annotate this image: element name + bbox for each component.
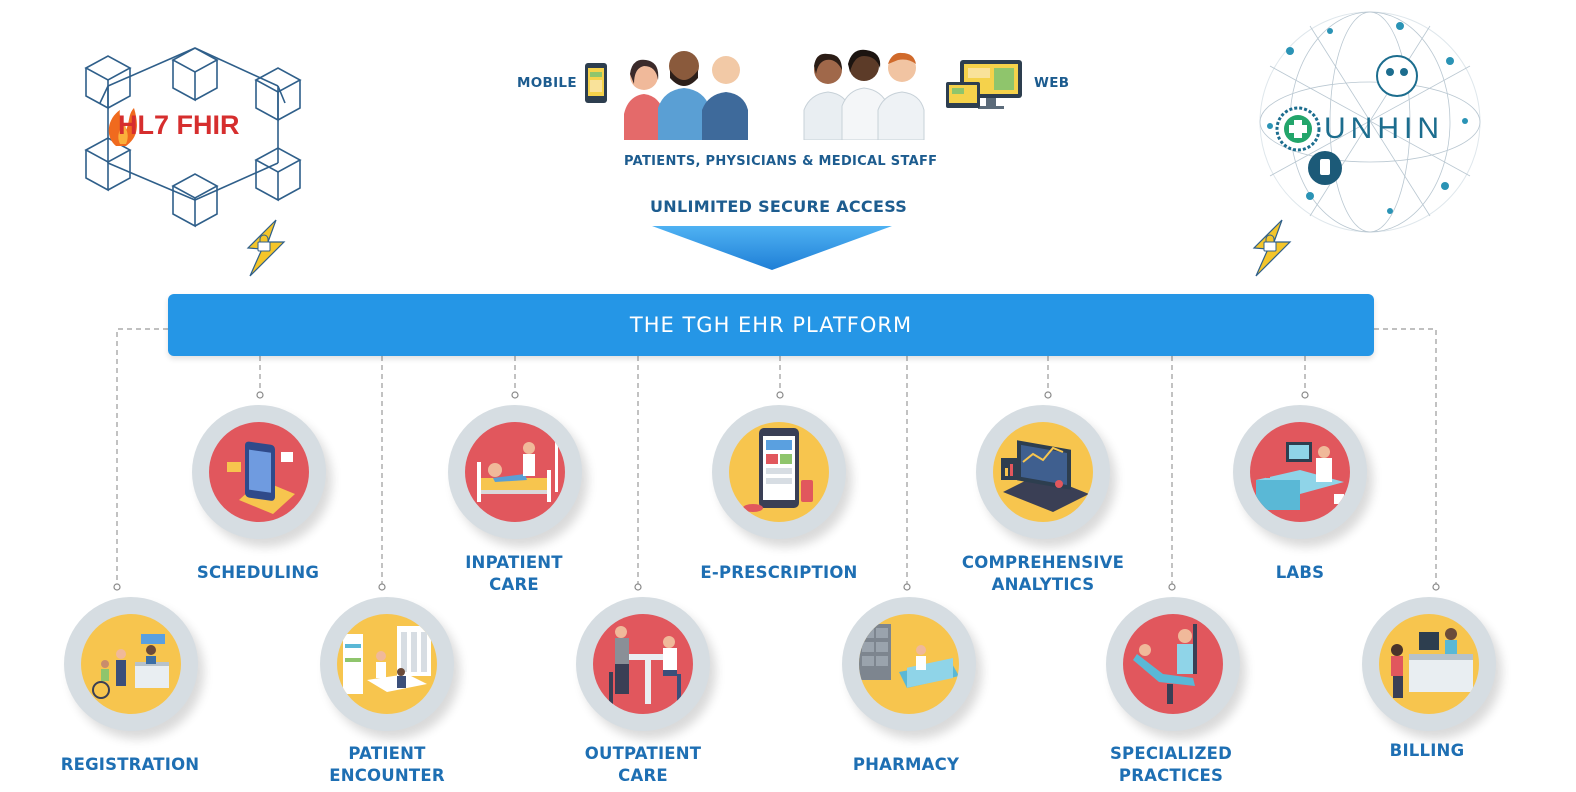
inpatient-care-module[interactable] [448, 405, 582, 539]
patient-encounter-icon [337, 614, 437, 714]
web-monitor-icon [944, 58, 1026, 112]
labs-module[interactable] [1233, 405, 1367, 539]
billing-label: BILLING [1389, 741, 1465, 760]
specialized-practices-module[interactable] [1106, 597, 1240, 731]
secure-link-icon-right [1246, 218, 1296, 278]
unhin-wordmark: UNHIN [1324, 112, 1444, 145]
scheduling-icon [209, 422, 309, 522]
inpatient-care-label: INPATIENT CARE [465, 553, 563, 594]
registration-label: REGISTRATION [60, 755, 200, 774]
analytics-module[interactable] [976, 405, 1110, 539]
patient-encounter-module[interactable] [320, 597, 454, 731]
outpatient-care-module[interactable] [576, 597, 710, 731]
access-label: UNLIMITED SECURE ACCESS [650, 197, 908, 216]
scheduling-label: SCHEDULING [196, 563, 320, 582]
patient-encounter-label: PATIENT ENCOUNTER [329, 744, 445, 785]
outpatient-care-label: OUTPATIENT CARE [584, 744, 702, 785]
down-arrow-icon [650, 224, 894, 272]
pharmacy-label: PHARMACY [852, 755, 960, 774]
billing-desk-icon [1379, 614, 1479, 714]
pharmacy-module[interactable] [842, 597, 976, 731]
hospital-bed-icon [465, 422, 565, 522]
web-label: WEB [1034, 75, 1070, 91]
secure-link-icon-left [240, 218, 290, 278]
hl7-fhir-logo: HL7 FHIR [80, 18, 310, 233]
prescription-phone-icon [729, 422, 829, 522]
mobile-label: MOBILE [517, 75, 577, 91]
analytics-label: COMPREHENSIVE ANALYTICS [961, 553, 1125, 594]
registration-module[interactable] [64, 597, 198, 731]
outpatient-consult-icon [593, 614, 693, 714]
patients-illustration [622, 44, 752, 140]
billing-module[interactable] [1362, 597, 1496, 731]
pharmacy-counter-icon [859, 614, 959, 714]
hl7-fhir-wordmark: HL7 FHIR [118, 110, 240, 140]
e-prescription-label: E-PRESCRIPTION [700, 563, 858, 582]
lab-technician-icon [1250, 422, 1350, 522]
e-prescription-module[interactable] [712, 405, 846, 539]
unhin-logo: UNHIN [1250, 6, 1490, 238]
scheduling-module[interactable] [192, 405, 326, 539]
registration-desk-icon [81, 614, 181, 714]
labs-label: LABS [1275, 563, 1325, 582]
specialized-practices-label: SPECIALIZED PRACTICES [1109, 744, 1233, 785]
platform-bar: THE TGH EHR PLATFORM [168, 294, 1374, 356]
mobile-device-icon [584, 62, 608, 104]
people-caption: PATIENTS, PHYSICIANS & MEDICAL STAFF [624, 154, 938, 169]
analytics-dashboard-icon [993, 422, 1093, 522]
medical-staff-illustration [802, 44, 927, 140]
dental-chair-icon [1123, 614, 1223, 714]
platform-title: THE TGH EHR PLATFORM [629, 313, 913, 337]
